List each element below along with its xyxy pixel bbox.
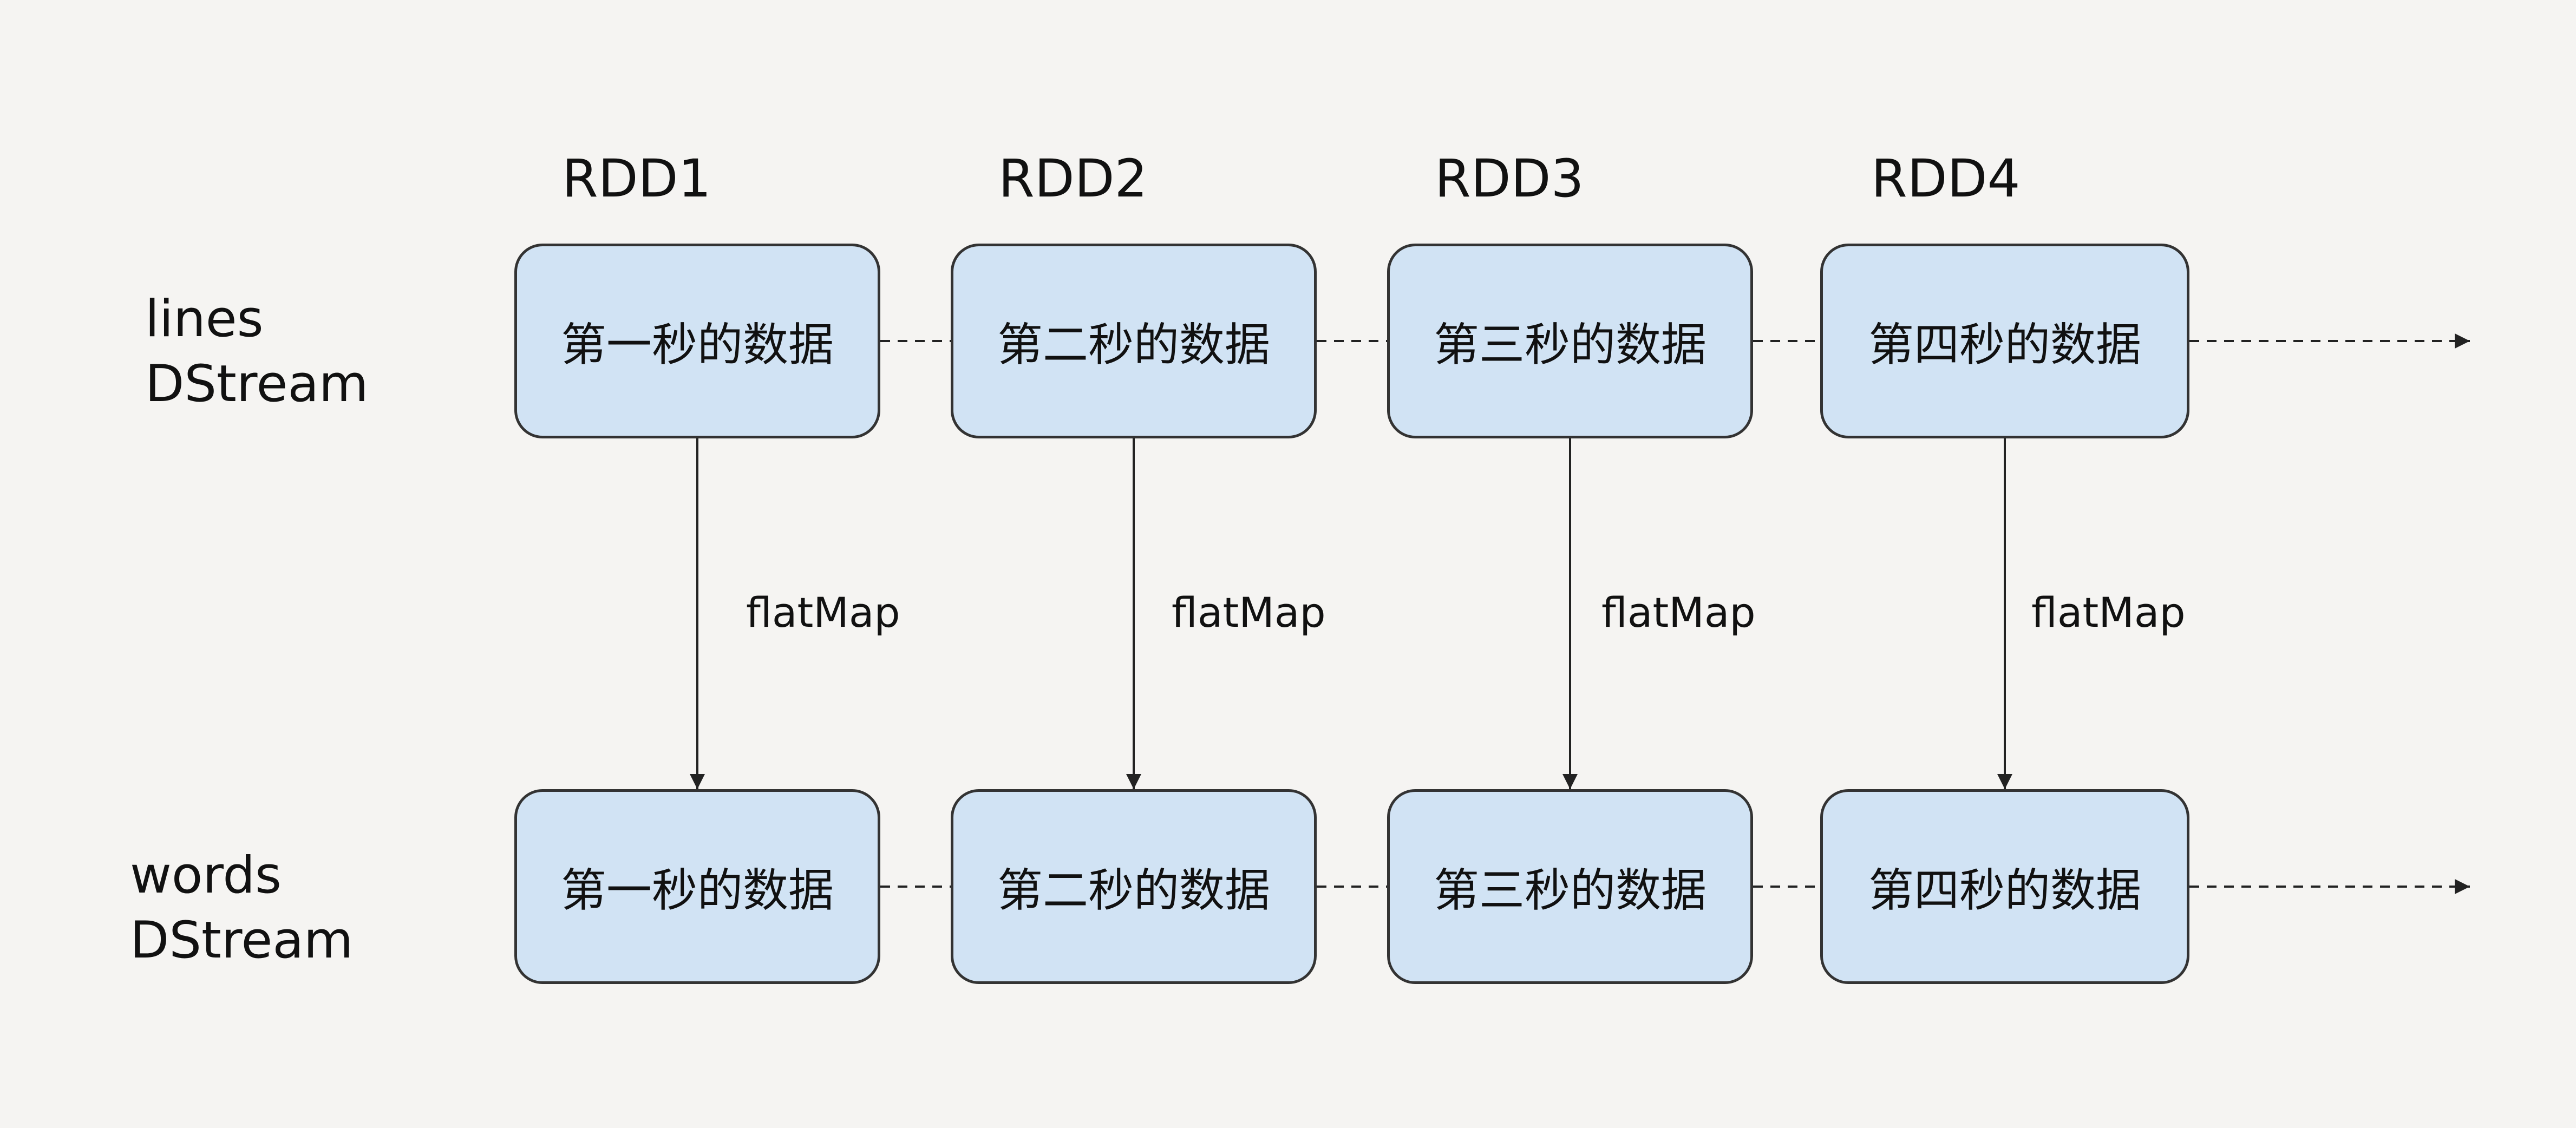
- row-label-lines-line2: DStream: [145, 355, 369, 414]
- row-label-lines-line1: lines: [145, 290, 264, 349]
- lines-rdd4-box: 第四秒的数据: [1820, 244, 2189, 438]
- words-rdd2-box: 第二秒的数据: [951, 789, 1317, 984]
- lines-rdd1-box: 第一秒的数据: [514, 244, 880, 438]
- words-rdd4-box: 第四秒的数据: [1820, 789, 2189, 984]
- row-label-lines: lines DStream: [145, 287, 369, 417]
- rdd-label-1: RDD1: [562, 148, 711, 209]
- flatmap-label-4: flatMap: [2031, 588, 2186, 637]
- row-label-words-line1: words: [130, 846, 282, 905]
- rdd-label-3: RDD3: [1435, 148, 1584, 209]
- row-label-words: words DStream: [130, 843, 354, 974]
- row-label-words-line2: DStream: [130, 911, 354, 970]
- flatmap-label-2: flatMap: [1172, 588, 1326, 637]
- lines-rdd2-box: 第二秒的数据: [951, 244, 1317, 438]
- words-rdd3-box: 第三秒的数据: [1387, 789, 1753, 984]
- flatmap-label-3: flatMap: [1601, 588, 1756, 637]
- rdd-label-2: RDD2: [998, 148, 1148, 209]
- flatmap-label-1: flatMap: [746, 588, 900, 637]
- rdd-label-4: RDD4: [1871, 148, 2021, 209]
- words-rdd1-box: 第一秒的数据: [514, 789, 880, 984]
- lines-rdd3-box: 第三秒的数据: [1387, 244, 1753, 438]
